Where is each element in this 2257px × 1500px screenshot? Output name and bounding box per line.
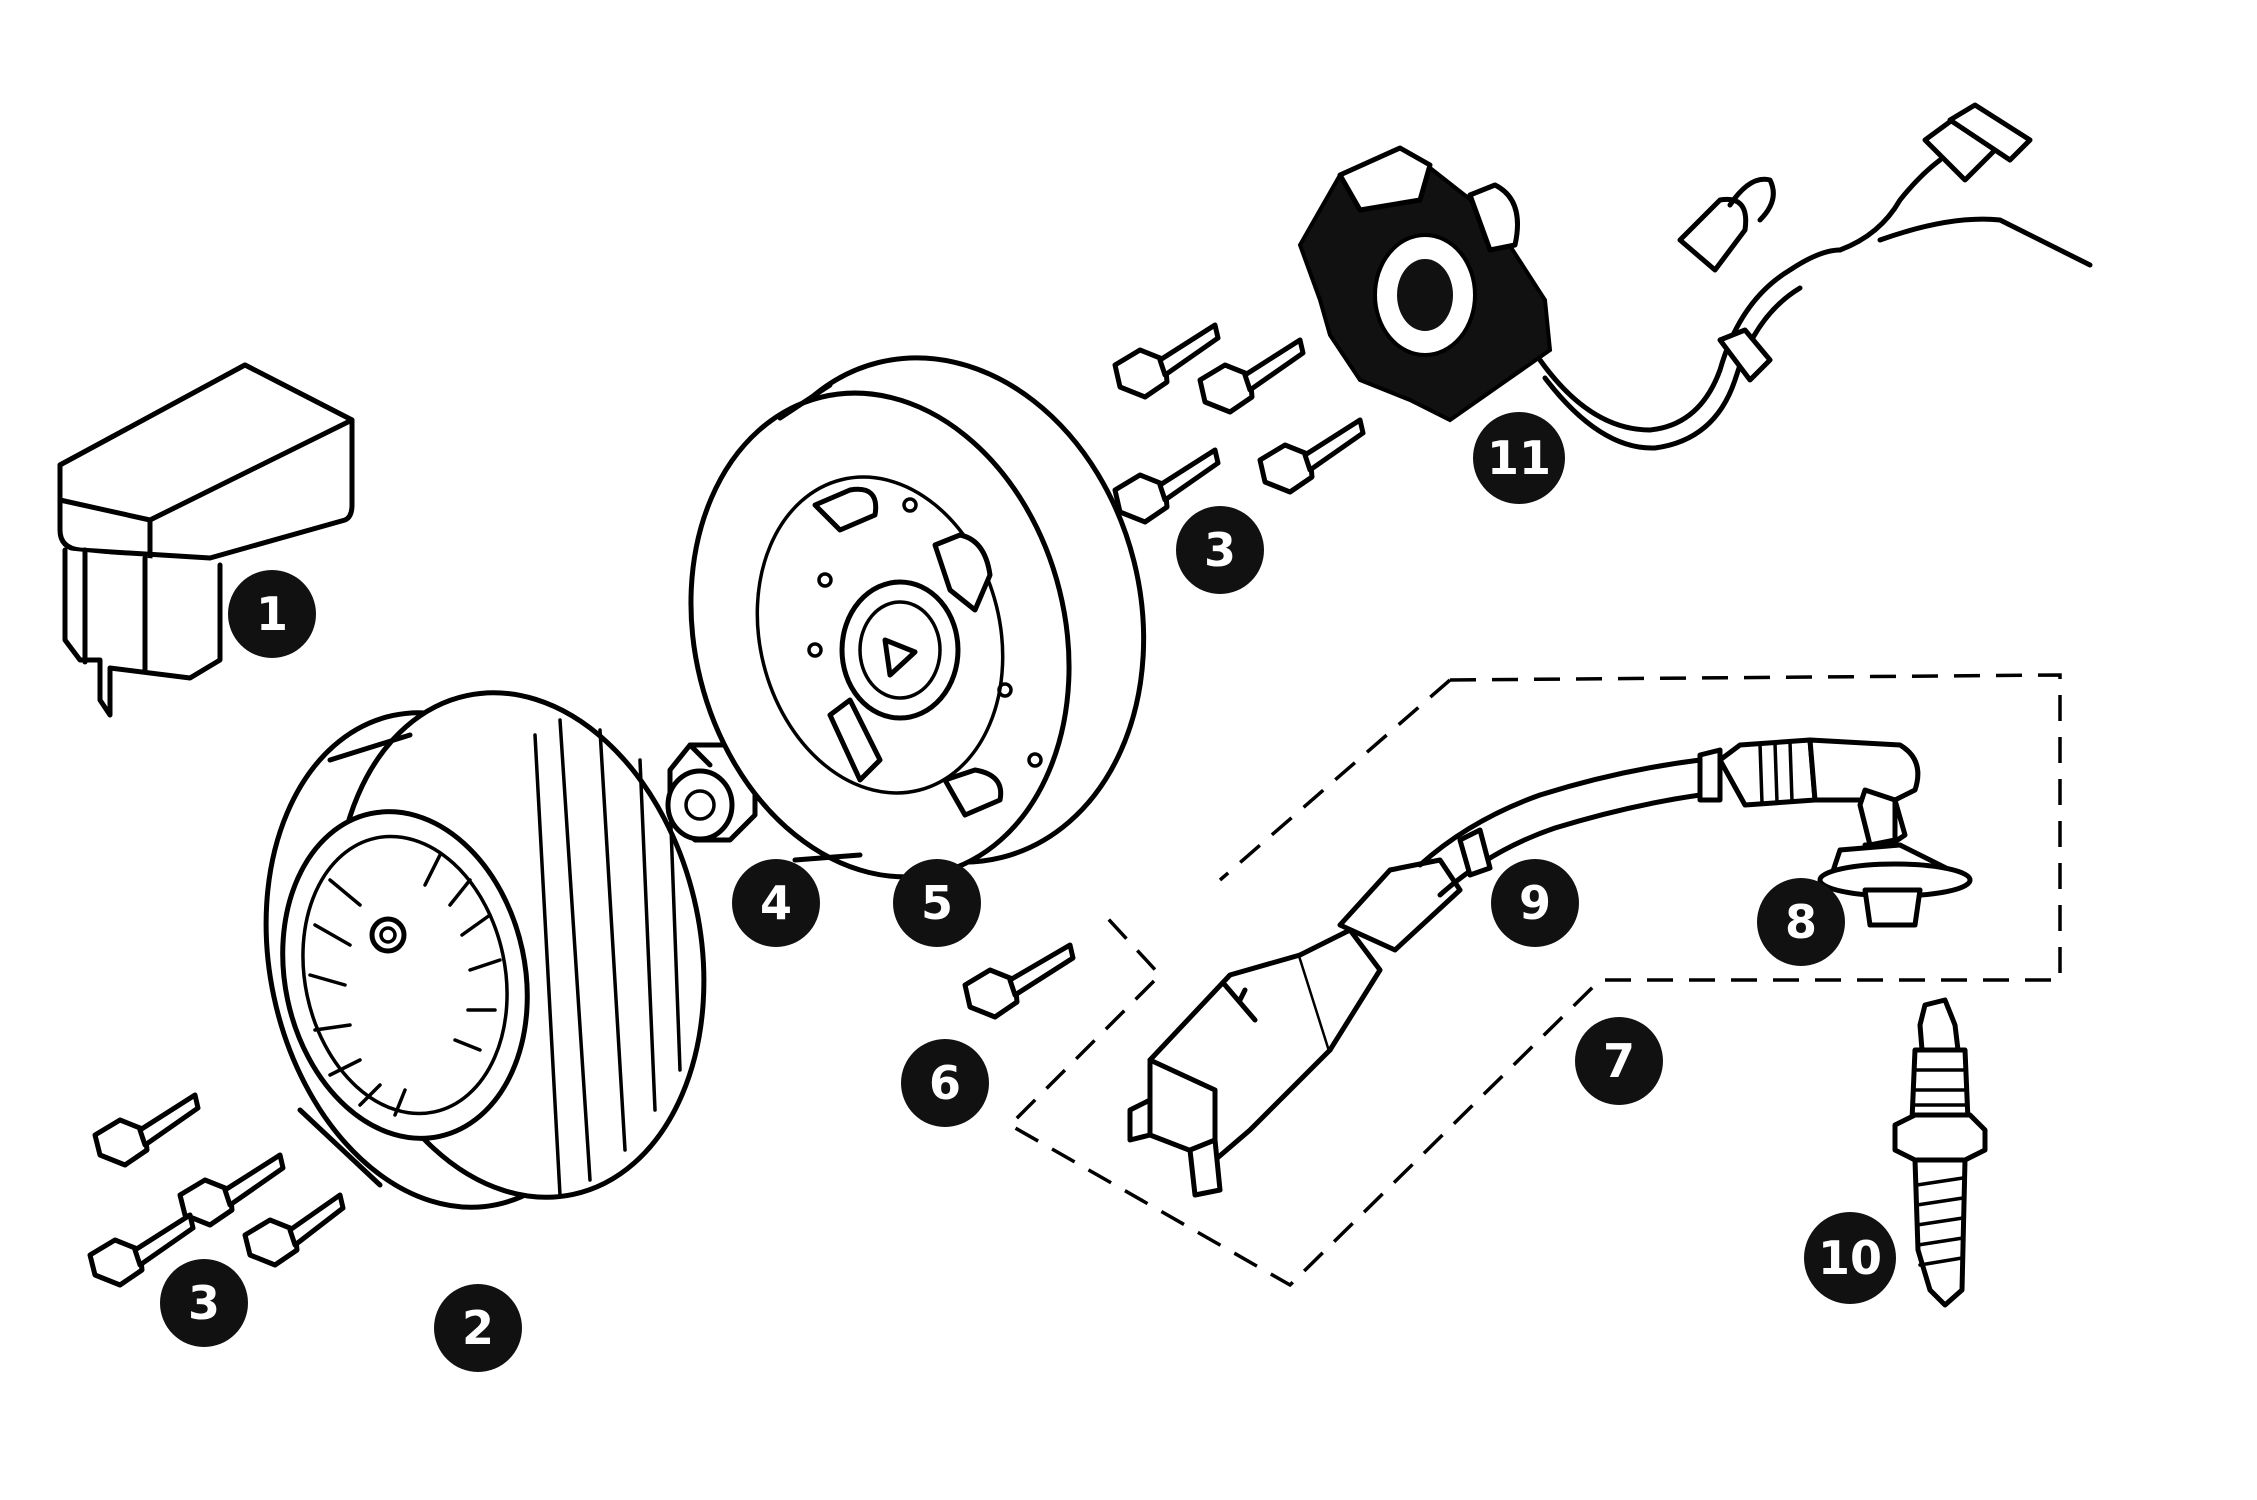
callouts: 1 2 3 3 4 5 6 7 [160,412,1896,1372]
part-11-stator [1297,102,2093,451]
callout-3-right: 3 [1176,506,1264,594]
svg-text:3: 3 [1204,523,1236,577]
callout-1: 1 [228,570,316,658]
part-6-screw [962,942,1076,1020]
part-2-cooling-fan [263,690,707,1210]
svg-text:6: 6 [929,1056,961,1110]
part-5-flywheel [688,355,1147,880]
callout-9: 9 [1491,859,1579,947]
svg-text:7: 7 [1603,1034,1635,1088]
callout-6: 6 [901,1039,989,1127]
svg-text:10: 10 [1818,1231,1882,1285]
svg-text:8: 8 [1785,895,1817,949]
part-9-ignition-coil [1127,747,1723,1198]
callout-10: 10 [1804,1212,1896,1304]
part-3-bolt-group-right [1112,322,1366,525]
part-1-cover [57,362,355,718]
svg-text:11: 11 [1487,431,1551,485]
svg-text:4: 4 [760,876,792,930]
part-3-bolt-group-left [87,1092,346,1288]
svg-text:1: 1 [256,587,288,641]
part-7-assembly-outline [1007,673,2062,1288]
part-10-spark-plug [1892,997,1988,1308]
callout-8: 8 [1757,878,1845,966]
callout-2: 2 [434,1284,522,1372]
part-4-flange-nut [665,742,758,843]
callout-4: 4 [732,859,820,947]
svg-text:2: 2 [462,1301,494,1355]
callout-3-left: 3 [160,1259,248,1347]
svg-text:3: 3 [188,1276,220,1330]
callout-11: 11 [1473,412,1565,504]
svg-text:9: 9 [1519,876,1551,930]
callout-7: 7 [1575,1017,1663,1105]
callout-5: 5 [893,859,981,947]
part-8-plug-cap [1717,737,1973,928]
svg-text:5: 5 [921,876,953,930]
